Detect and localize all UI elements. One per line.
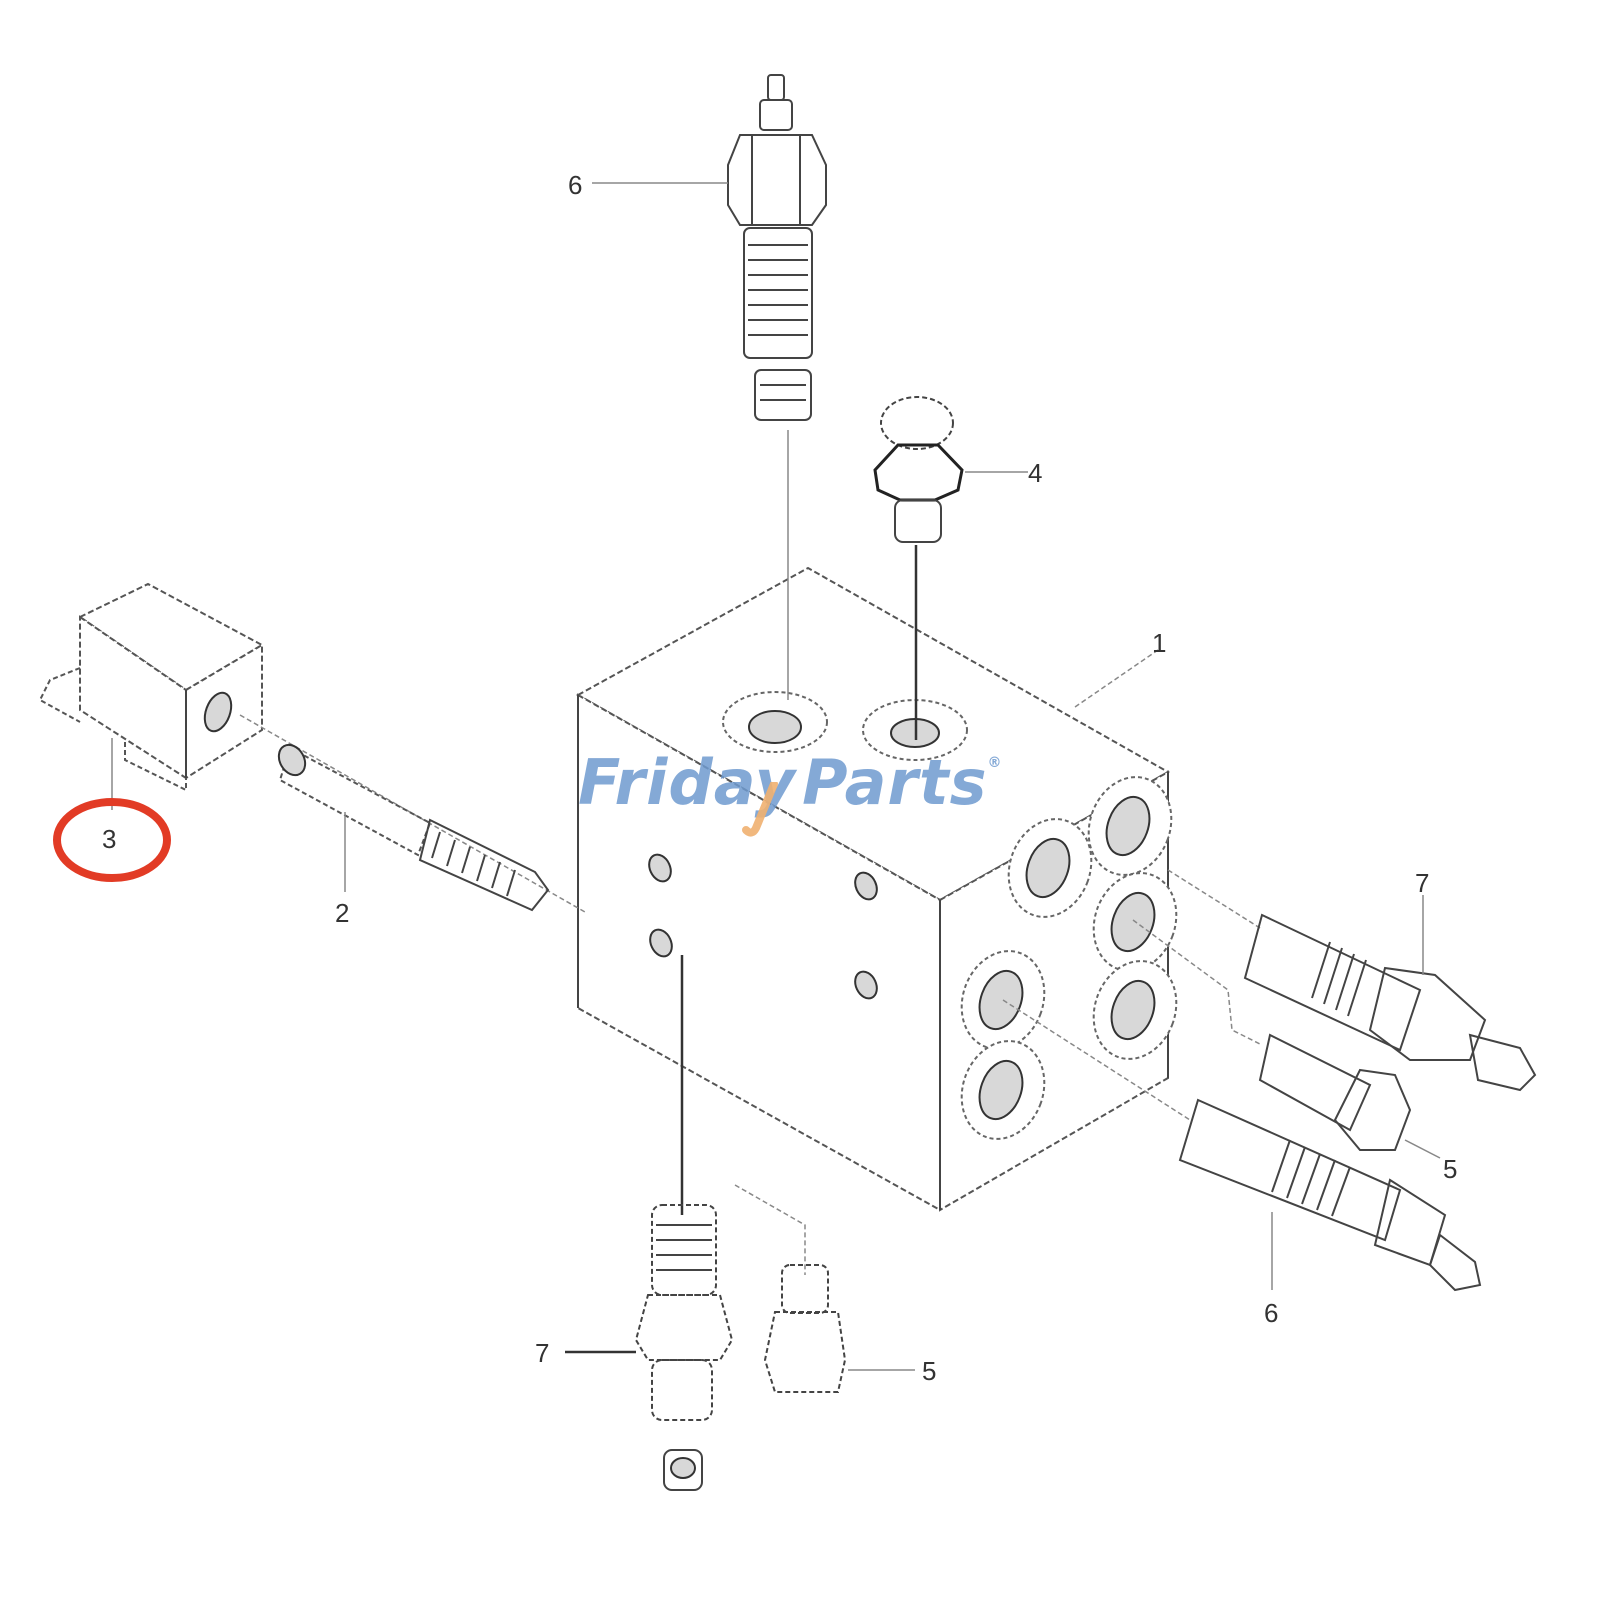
callout-5-bottom: 5 (922, 1356, 936, 1386)
valve-block (575, 566, 1178, 1212)
callout-3: 3 (102, 824, 116, 854)
callout-labels: 1 2 3 4 5 5 6 6 7 7 (102, 170, 1457, 1386)
right-face-ports (960, 776, 1178, 1140)
watermark-text-right: Parts (802, 746, 988, 819)
cartridge-valve-top (727, 74, 827, 700)
highlight-circle (53, 798, 171, 882)
callout-4: 4 (1028, 458, 1042, 488)
cartridge-valve-part-7-right (1167, 869, 1537, 1092)
cartridge-valve-part-6-right (1002, 999, 1482, 1292)
plug-part-5-bottom (734, 1184, 915, 1393)
solenoid-stem-part-2 (239, 714, 586, 913)
callout-1: 1 (1152, 628, 1166, 658)
cartridge-valve-part-7-bottom (565, 955, 734, 1491)
watermark-registered-mark: ® (987, 755, 1003, 771)
callout-5-right: 5 (1443, 1154, 1457, 1184)
solenoid-coil-part-3 (38, 582, 265, 810)
callout-7-right: 7 (1415, 868, 1429, 898)
callout-6-right: 6 (1264, 1298, 1278, 1328)
watermark-swoosh-icon (742, 782, 778, 837)
callout-2: 2 (335, 898, 349, 928)
watermark-text-left: Friday (578, 746, 797, 819)
plug-part-5-right (1132, 919, 1441, 1159)
plug-part-4 (873, 396, 964, 740)
watermark-logo: FridayParts® (578, 752, 1003, 814)
callout-7-bottom: 7 (535, 1338, 549, 1368)
callout-6-top: 6 (568, 170, 582, 200)
